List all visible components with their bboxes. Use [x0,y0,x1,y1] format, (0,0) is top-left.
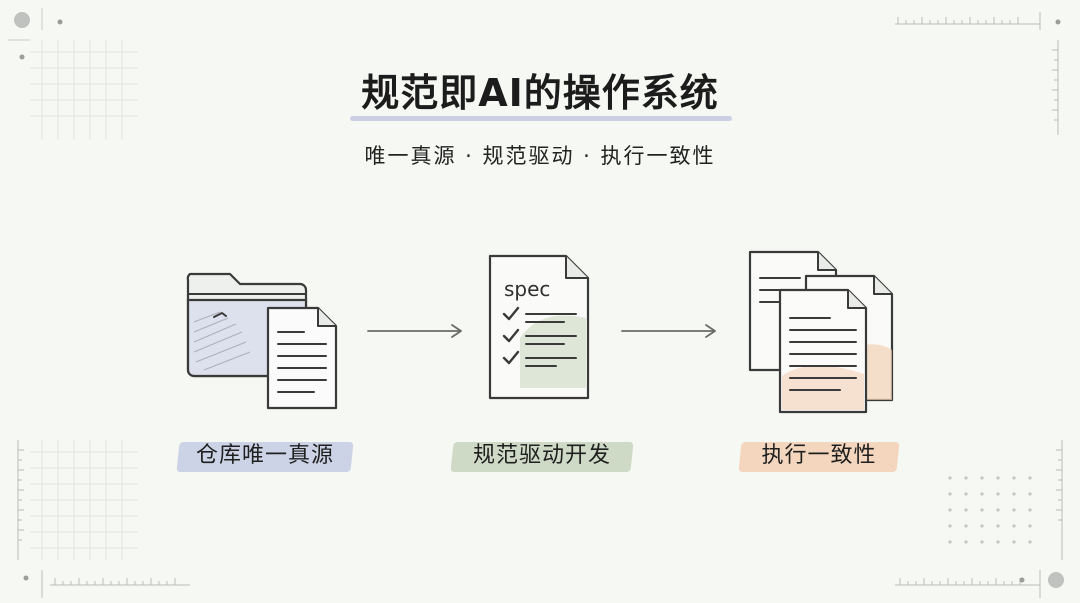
page-title: 规范即AI的操作系统 [361,71,719,115]
page-subtitle: 唯一真源 · 规范驱动 · 执行一致性 [364,144,716,168]
title-underline [350,116,732,121]
bottom-right-dot-grid [948,476,1032,544]
bottom-left-grid [30,440,138,560]
spec-icon-text: spec [504,277,550,301]
step-label-1: 仓库唯一真源 [176,438,354,474]
step-label-1-text: 仓库唯一真源 [195,443,334,468]
step-label-3-text: 执行一致性 [761,443,877,468]
flow-arrow-1 [367,324,462,338]
step-label-2-text: 规范驱动开发 [472,443,611,468]
corner-dot [1048,572,1064,588]
bottom-right-ruler [895,440,1063,598]
stacked-documents-icon [748,250,894,414]
spec-checklist-icon: spec [488,254,590,400]
step-label-2: 规范驱动开发 [450,438,634,474]
corner-dot [14,12,30,28]
step-label-3: 执行一致性 [738,438,900,474]
folder-document-icon [186,272,338,410]
flow-arrow-2 [621,324,716,338]
bottom-left-ruler [17,440,190,598]
